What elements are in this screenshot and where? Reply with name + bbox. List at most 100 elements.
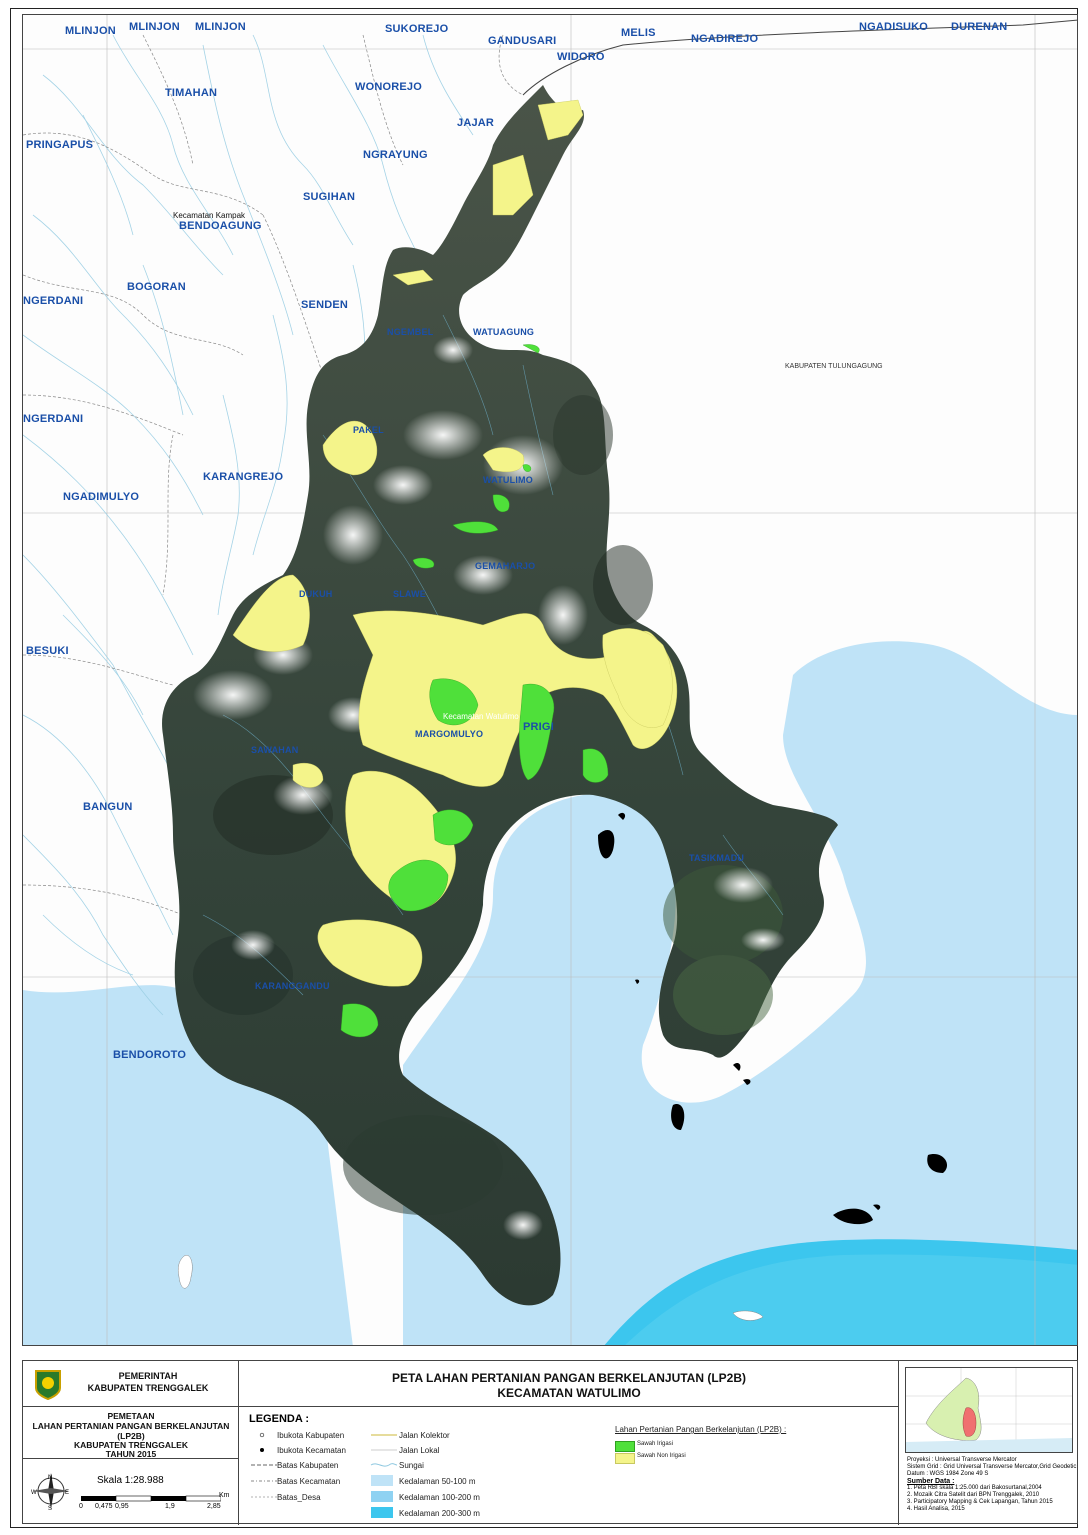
title-block: PETA LAHAN PERTANIAN PANGAN BERKELANJUTA… bbox=[239, 1361, 899, 1407]
kecamatan-watulimo-label: Kecamatan Watulimo bbox=[443, 712, 519, 721]
pemetaan-block: PEMETAAN LAHAN PERTANIAN PANGAN BERKELAN… bbox=[23, 1407, 239, 1459]
boundaries bbox=[23, 34, 524, 916]
islet-south bbox=[732, 1310, 764, 1321]
village-label: SUGIHAN bbox=[303, 191, 356, 203]
scale-block: N S E W Skala 1:28.988 Km 0 0,475 0,95 1… bbox=[23, 1459, 239, 1525]
village-label: MELIS bbox=[621, 27, 656, 39]
village-label: WATULIMO bbox=[483, 475, 533, 485]
village-label: GEMAHARJO bbox=[475, 561, 536, 571]
sea-shallow-west bbox=[23, 985, 353, 1345]
pemetaan-line1: PEMETAAN bbox=[107, 1411, 155, 1421]
islet bbox=[177, 1255, 193, 1289]
projection-info: Proyeksi : Universal Transverse Mercator… bbox=[907, 1457, 1076, 1513]
scale-unit: Km bbox=[219, 1492, 230, 1499]
village-label: PRINGAPUS bbox=[26, 139, 94, 151]
sea-mid bbox=[625, 1254, 1077, 1345]
sumber-line: 4. Hasil Analisa, 2015 bbox=[907, 1506, 965, 1512]
legend-item: Kedalaman 100-200 m bbox=[399, 1493, 480, 1502]
gov-line1: PEMERINTAH bbox=[118, 1371, 178, 1381]
proj-line: Datum : WGS 1984 Zone 49 S bbox=[907, 1471, 989, 1477]
village-label: NGERDANI bbox=[23, 413, 84, 425]
proj-line: Sistem Grid : Grid Universal Transverse … bbox=[907, 1464, 1077, 1470]
legend-item: Kedalaman 50-100 m bbox=[399, 1477, 476, 1486]
legend-item: Batas Kecamatan bbox=[277, 1477, 341, 1486]
village-label: BOGORAN bbox=[127, 281, 186, 293]
village-label: NGADIMULYO bbox=[63, 491, 140, 503]
map-title-line1: PETA LAHAN PERTANIAN PANGAN BERKELANJUTA… bbox=[392, 1371, 746, 1385]
legend-item: Jalan Kolektor bbox=[399, 1431, 450, 1440]
legend-item: Kedalaman 200-300 m bbox=[399, 1509, 480, 1518]
gov-line2: KABUPATEN TRENGGALEK bbox=[87, 1383, 209, 1393]
village-label: KARANGREJO bbox=[203, 471, 284, 483]
village-label: DUKUH bbox=[299, 589, 333, 599]
village-label: SUKOREJO bbox=[385, 23, 449, 35]
compass-rose-icon: N S E W bbox=[31, 1473, 69, 1511]
village-label: WIDORO bbox=[557, 51, 605, 63]
sumber-line: 2. Mozaik Citra Satelit dari BPN Trengga… bbox=[907, 1492, 1040, 1498]
scale-label: Skala 1:28.988 bbox=[97, 1475, 164, 1486]
village-label: DURENAN bbox=[951, 21, 1008, 33]
kabupaten-tulungagung-label: KABUPATEN TULUNGAGUNG bbox=[785, 363, 883, 370]
village-label: MARGOMULYO bbox=[415, 729, 484, 739]
kecamatan-kampak-label: Kecamatan Kampak bbox=[173, 211, 246, 220]
pemetaan-line5: TAHUN 2015 bbox=[105, 1449, 157, 1459]
scale-tick: 2,85 bbox=[207, 1503, 221, 1510]
village-label: NGRAYUNG bbox=[363, 149, 428, 161]
regency-emblem-icon bbox=[35, 1370, 61, 1400]
village-label: GANDUSARI bbox=[488, 35, 557, 47]
village-label: TASIKMADU bbox=[689, 853, 745, 863]
village-label: TIMAHAN bbox=[165, 87, 218, 99]
village-label: NGEMBEL bbox=[387, 327, 434, 337]
village-label: KARANGGANDU bbox=[255, 981, 330, 991]
village-label: MLINJON bbox=[65, 25, 116, 37]
legend-item: Ibukota Kabupaten bbox=[277, 1431, 345, 1440]
islands bbox=[598, 812, 948, 1225]
kabupaten-boundary bbox=[522, 19, 1077, 96]
village-label: JAJAR bbox=[457, 117, 495, 129]
village-label: BENDOAGUNG bbox=[179, 220, 262, 232]
legend-item: Batas_Desa bbox=[277, 1493, 321, 1502]
village-label: NGERDANI bbox=[23, 295, 84, 307]
proj-line: Proyeksi : Universal Transverse Mercator bbox=[907, 1457, 1017, 1463]
village-label: MLINJON bbox=[129, 21, 180, 33]
legend-body: LEGENDA : Ibukota Kabupaten Ibukota Keca… bbox=[239, 1407, 899, 1525]
terrain-texture bbox=[193, 395, 783, 1215]
map-canvas[interactable]: MLINJON MLINJON MLINJON SUKOREJO GANDUSA… bbox=[22, 14, 1078, 1346]
village-label: WATUAGUNG bbox=[473, 327, 535, 337]
compass-n: N bbox=[48, 1475, 52, 1481]
pemetaan-line3: (LP2B) bbox=[117, 1431, 145, 1441]
legend-item: Jalan Lokal bbox=[399, 1446, 440, 1455]
legend-item: Batas Kabupaten bbox=[277, 1461, 339, 1470]
legend-col1-symbols bbox=[251, 1432, 277, 1498]
legenda-title: LEGENDA : bbox=[249, 1413, 310, 1425]
scale-tick: 0 bbox=[79, 1503, 83, 1510]
sumber-title: Sumber Data : bbox=[907, 1478, 955, 1485]
pemetaan-line4: KABUPATEN TRENGGALEK bbox=[74, 1440, 188, 1450]
sawah-irigasi-swatch bbox=[615, 1441, 635, 1452]
legend-item: Sungai bbox=[399, 1461, 424, 1470]
map-graphics bbox=[23, 15, 1077, 1345]
map-title-line2: KECAMATAN WATULIMO bbox=[497, 1386, 641, 1400]
inset-map bbox=[905, 1367, 1073, 1453]
village-label: MLINJON bbox=[195, 21, 246, 33]
rivers bbox=[23, 34, 474, 1016]
village-label: BANGUN bbox=[83, 801, 133, 813]
compass-e: E bbox=[65, 1490, 69, 1496]
lp2b-legend-title: Lahan Pertanian Pangan Berkelanjutan (LP… bbox=[615, 1425, 787, 1434]
scale-bar bbox=[81, 1495, 221, 1502]
village-label: NGADIREJO bbox=[691, 33, 759, 45]
sawah-irigasi-polygons bbox=[340, 344, 609, 1038]
village-label: BENDOROTO bbox=[113, 1049, 187, 1061]
legend-col2-symbols bbox=[370, 1434, 398, 1518]
village-label: BESUKI bbox=[26, 645, 69, 657]
sea-shallow-east bbox=[403, 641, 1077, 1345]
legend-item: Ibukota Kecamatan bbox=[277, 1446, 346, 1455]
village-label: NGADISUKO bbox=[859, 21, 929, 33]
sumber-line: 1. Peta RBI skala 1:25.000 dari Bakosurt… bbox=[907, 1485, 1042, 1491]
inset-and-metadata: Proyeksi : Universal Transverse Mercator… bbox=[899, 1361, 1077, 1525]
scale-tick: 1,9 bbox=[165, 1503, 175, 1510]
scale-tick: 0,475 bbox=[95, 1503, 113, 1510]
sawah-non-irigasi-swatch bbox=[615, 1453, 635, 1464]
compass-s: S bbox=[48, 1506, 52, 1511]
village-label: PAKEL bbox=[353, 425, 384, 435]
